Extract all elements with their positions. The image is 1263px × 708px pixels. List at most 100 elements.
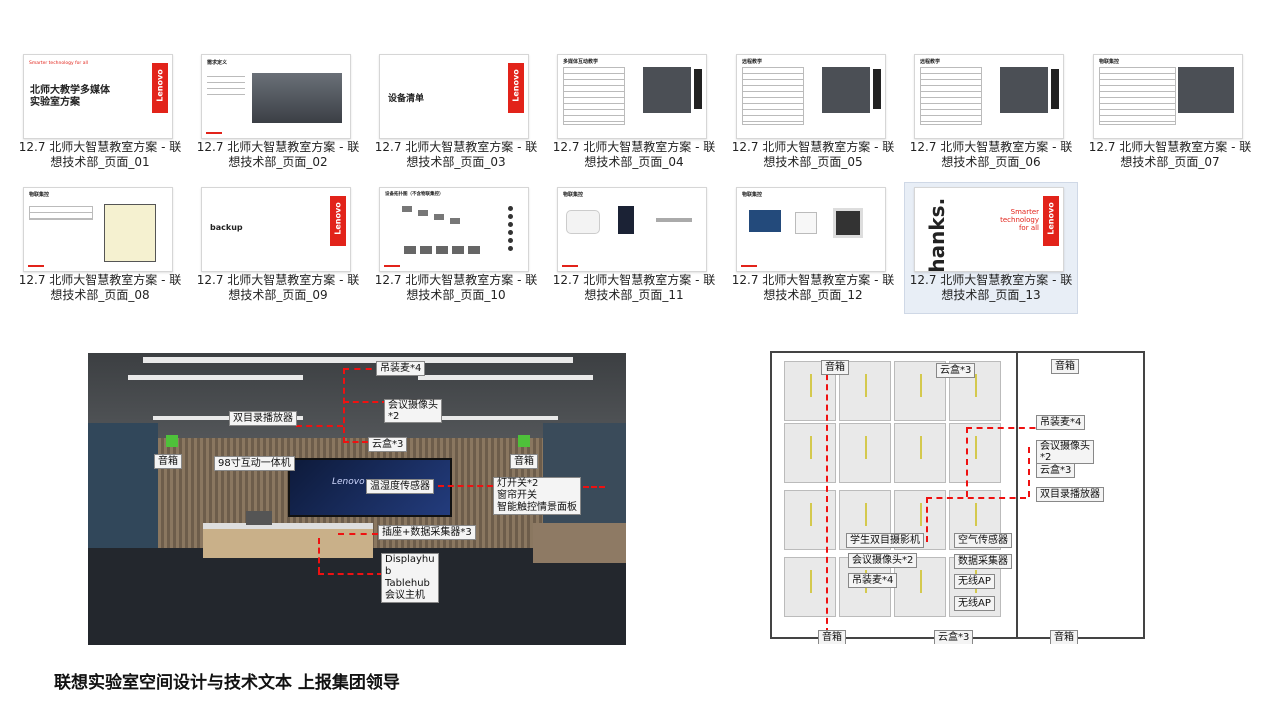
desk-marker [810,569,812,593]
footer-mark [384,265,400,267]
ceiling-light [418,375,593,380]
file-name: 12.7 北师大智慧教室方案 - 联 想技术部_页面_07 [1084,140,1256,170]
file-thumbnail[interactable]: 物联集控 12.7 北师大智慧教室方案 - 联 想技术部_页面_08 [14,183,186,313]
slide-title: backup [210,223,243,232]
footer-mark [741,265,757,267]
leader-line [343,441,368,443]
plan-label-ap-1: 无线AP [954,574,995,589]
slide-preview: Smarter technology for all 北师大教学多媒体 实验室方案… [23,54,173,139]
leader-line [966,427,1046,429]
slide-tag: Smarter technology for all [1000,208,1039,232]
slide-tag: Smarter technology for all [29,61,88,66]
file-name-line2: 想技术部_页面_05 [763,155,863,169]
file-name: 12.7 北师大智慧教室方案 - 联 想技术部_页面_04 [548,140,720,170]
desk-cell [784,557,836,617]
slide-title: 物联集控 [29,192,50,198]
device-node [452,246,464,254]
desk-device [246,511,272,525]
leader-line [343,401,388,403]
file-name: 12.7 北师大智慧教室方案 - 联 想技术部_页面_02 [192,140,364,170]
slide-preview: 设备拓扑图（不含物联集控） [379,187,529,272]
plan-label-cloud-bottom: 云盒*3 [934,630,974,644]
file-thumbnail[interactable]: Smarter technology for all 北师大教学多媒体 实验室方案… [14,50,186,180]
file-name-line1: 12.7 北师大智慧教室方案 - 联 [731,140,895,154]
file-name-line1: 12.7 北师大智慧教室方案 - 联 [552,273,716,287]
slide-preview: 远程教学 [914,54,1064,139]
leader-line [826,364,828,634]
file-name: 12.7 北师大智慧教室方案 - 联 想技术部_页面_10 [370,273,542,303]
device-node [508,222,513,227]
file-thumbnail[interactable]: 远程教学 12.7 北师大智慧教室方案 - 联 想技术部_页面_06 [905,50,1077,180]
file-thumbnail[interactable]: 多媒体互动教学 12.7 北师大智慧教室方案 - 联 想技术部_页面_04 [548,50,720,180]
lenovo-logo: Lenovo [1043,196,1059,246]
slide-title: 设备拓扑图（不含物联集控） [385,192,444,197]
device-node [508,246,513,251]
desk-cell [949,423,1001,483]
file-name-line1: 12.7 北师大智慧教室方案 - 联 [18,140,182,154]
display-logo: Lenovo [332,477,365,487]
slide-title: 北师大教学多媒体 实验室方案 [30,85,110,108]
file-name: 12.7 北师大智慧教室方案 - 联 想技术部_页面_09 [192,273,364,303]
file-thumbnail[interactable]: 需求定义 12.7 北师大智慧教室方案 - 联 想技术部_页面_02 [192,50,364,180]
slide-title: 需求定义 [207,60,228,66]
desk-cell [839,423,891,483]
device-image [656,218,692,222]
file-name: 12.7 北师大智慧教室方案 - 联 想技术部_页面_03 [370,140,542,170]
plan-label-air-sensor: 空气传感器 [954,533,1012,548]
file-name-line2: 想技术部_页面_03 [406,155,506,169]
file-name-line2: 想技术部_页面_08 [50,288,150,302]
device-image [749,210,781,232]
desk-cell [784,490,836,550]
room-wall [1051,69,1059,109]
slide-title: 远程教学 [920,59,941,65]
file-name-line2: 想技术部_页面_04 [584,155,684,169]
plan-label-cloud-top: 云盒*3 [936,363,976,378]
file-name-line1: 12.7 北师大智慧教室方案 - 联 [909,273,1073,287]
lenovo-logo: Lenovo [152,63,168,113]
device-image [566,210,600,234]
plan-label-mic-2: 吊装麦*4 [848,573,898,588]
desk-marker [920,569,922,593]
label-switches: 灯开关*2 窗帘开关 智能触控情景面板 [493,477,581,515]
leader-line [966,427,968,497]
desk-marker [920,502,922,526]
leader-line [318,538,320,573]
leader-line [318,573,383,575]
table [742,67,804,125]
plan-label-speaker-br: 音箱 [1050,630,1078,644]
file-name-line2: 想技术部_页面_13 [941,288,1041,302]
seating-plan [822,67,870,113]
file-thumbnail[interactable]: 物联集控 12.7 北师大智慧教室方案 - 联 想技术部_页面_12 [727,183,899,313]
file-name-line1: 12.7 北师大智慧教室方案 - 联 [374,140,538,154]
label-display: 98寸互动一体机 [214,456,295,471]
leader-line [343,368,383,370]
file-name-line1: 12.7 北师大智慧教室方案 - 联 [1088,140,1252,154]
slide-title: 多媒体互动教学 [563,59,599,65]
desk-marker [920,435,922,459]
slide-title: 物联集控 [742,192,763,198]
file-name-line1: 12.7 北师大智慧教室方案 - 联 [731,273,895,287]
slide-title: 设备清单 [388,94,425,104]
file-thumbnail[interactable]: 设备拓扑图（不含物联集控） 12.7 北师大智慧教室方案 - 联 想技术部_页面… [370,183,542,313]
file-thumbnail[interactable]: 物联集控 12.7 北师大智慧教室方案 - 联 想技术部_页面_07 [1084,50,1256,180]
footer-mark [562,265,578,267]
seating-plan [1000,67,1048,113]
file-name-line1: 12.7 北师大智慧教室方案 - 联 [909,140,1073,154]
table [29,206,93,220]
file-thumbnail[interactable]: 远程教学 12.7 北师大智慧教室方案 - 联 想技术部_页面_05 [727,50,899,180]
desk-marker [975,435,977,459]
leader-line [926,497,1026,499]
file-thumbnail[interactable]: 物联集控 12.7 北师大智慧教室方案 - 联 想技术部_页面_11 [548,183,720,313]
plan-label-mic: 吊装麦*4 [1036,415,1086,430]
ceiling-light [143,357,573,363]
bullet-list [207,71,245,97]
label-hub: Displayhu b Tablehub 会议主机 [381,553,439,603]
slide-title: thanks. [925,197,950,272]
speaker-icon [518,435,530,447]
plan-label-speaker-bl: 音箱 [818,630,846,644]
ceiling-light [408,416,558,420]
